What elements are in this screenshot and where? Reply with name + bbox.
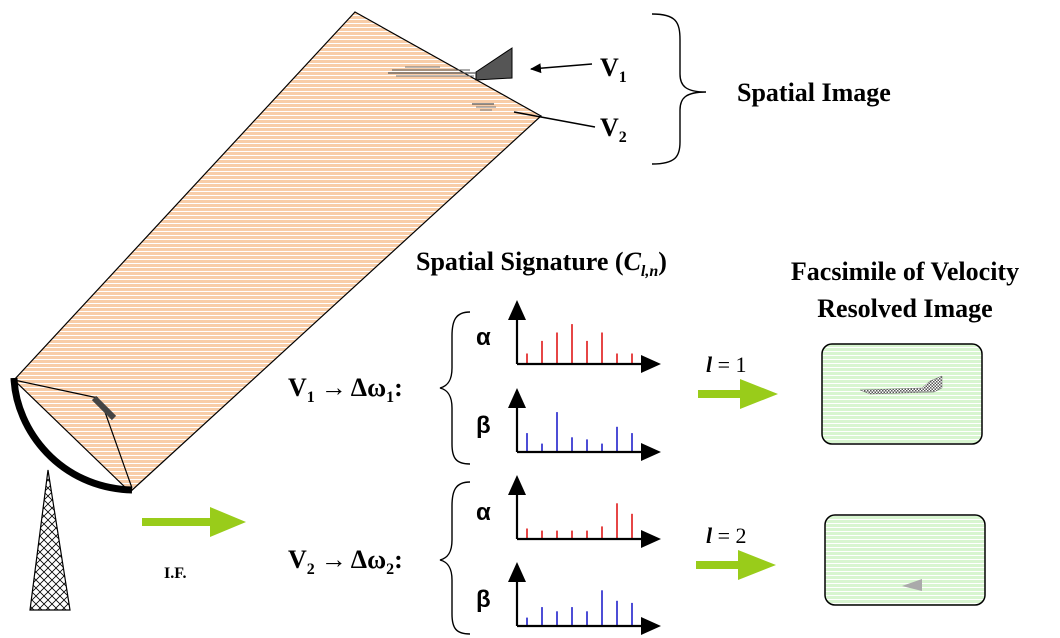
spectrum-y-arrowhead — [508, 475, 526, 495]
output-image-1 — [821, 343, 983, 445]
spectrum-row1-alpha — [508, 300, 661, 373]
spectrum-row1-beta — [508, 388, 661, 461]
row1-alpha-label: α — [476, 324, 491, 351]
spectrum-x-arrowhead — [641, 617, 661, 635]
label-spatial-image: Spatial Image — [737, 78, 891, 107]
feed-horn — [91, 395, 117, 421]
output-image-2 — [824, 514, 986, 606]
spectrum-y-arrowhead — [508, 300, 526, 320]
label-spatial-signature: Spatial Signature (Cl,n) — [416, 247, 667, 280]
row1-brace — [439, 311, 471, 465]
row1-label: V1→Δω1: — [288, 373, 403, 406]
spectrum-row2-beta — [508, 562, 661, 635]
spectrum-y-arrowhead — [508, 562, 526, 582]
label-l-equals-2: l = 2 — [706, 523, 747, 548]
label-if: I.F. — [164, 565, 187, 582]
output-image-2-target — [902, 579, 922, 591]
row1-beta-label: β — [476, 412, 491, 439]
v2-pointer-arrow — [513, 111, 596, 128]
target-v2-blob — [472, 103, 496, 111]
spectrum-x-arrowhead — [641, 530, 661, 548]
output-image-1-aircraft — [859, 375, 943, 395]
label-facsimile-line2: Resolved Image — [817, 294, 992, 323]
if-arrow-head — [210, 507, 246, 537]
feed-strut-bottom — [104, 411, 133, 489]
spectrum-x-arrowhead — [641, 443, 661, 461]
row2-beta-label: β — [476, 586, 491, 613]
target-v1-aircraft — [388, 47, 513, 81]
spectrum-row2-alpha — [508, 475, 661, 548]
row2-brace — [439, 481, 471, 635]
label-facsimile-line1: Facsimile of Velocity — [791, 257, 1019, 286]
v1-pointer-arrow — [530, 63, 593, 74]
label-v1: V1 — [600, 53, 627, 86]
label-v2: V2 — [600, 113, 627, 146]
output-arrow-2-head — [738, 550, 776, 580]
radar-dish — [10, 377, 133, 494]
output-arrow-1-head — [740, 379, 778, 409]
spatial-image-brace — [651, 13, 707, 165]
spectrum-x-arrowhead — [641, 355, 661, 373]
row2-alpha-label: α — [476, 499, 491, 526]
row2-label: V2→Δω2: — [288, 545, 403, 578]
spectrum-y-arrowhead — [508, 388, 526, 408]
antenna-tower — [29, 469, 71, 611]
feed-strut-top — [13, 379, 99, 399]
label-l-equals-1: l = 1 — [706, 352, 747, 377]
